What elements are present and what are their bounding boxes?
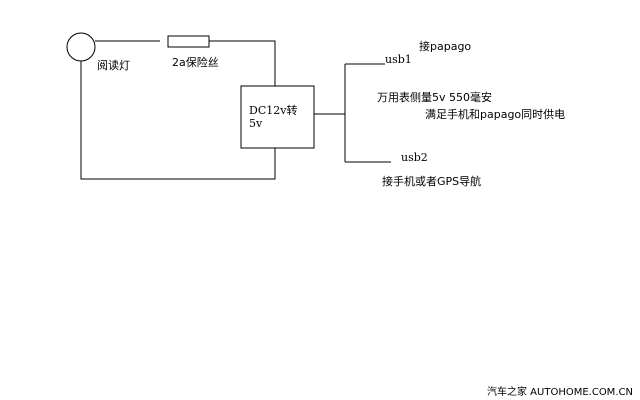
watermark: 汽车之家 AUTOHOME.COM.CN	[487, 387, 633, 398]
supply-note: 满足手机和papago同时供电	[425, 108, 566, 121]
converter-box	[240, 85, 315, 149]
usb1-label: usb1	[385, 53, 412, 66]
usb1-target-label: 接papago	[419, 40, 472, 53]
measure-note: 万用表侧量5v 550毫安	[377, 91, 492, 104]
wire-ground-return	[80, 61, 276, 180]
usb2-label: usb2	[401, 151, 428, 164]
usb2-target-label: 接手机或者GPS导航	[382, 175, 482, 188]
fuse-label: 2a保险丝	[172, 56, 219, 69]
converter-label-line2: 5v	[249, 117, 263, 130]
converter-label-line1: DC12v转	[249, 104, 298, 117]
lamp-circle	[66, 32, 96, 62]
fuse-symbol	[167, 35, 210, 48]
wire-fuse-to-converter	[209, 40, 276, 86]
lamp-label: 阅读灯	[97, 59, 130, 72]
